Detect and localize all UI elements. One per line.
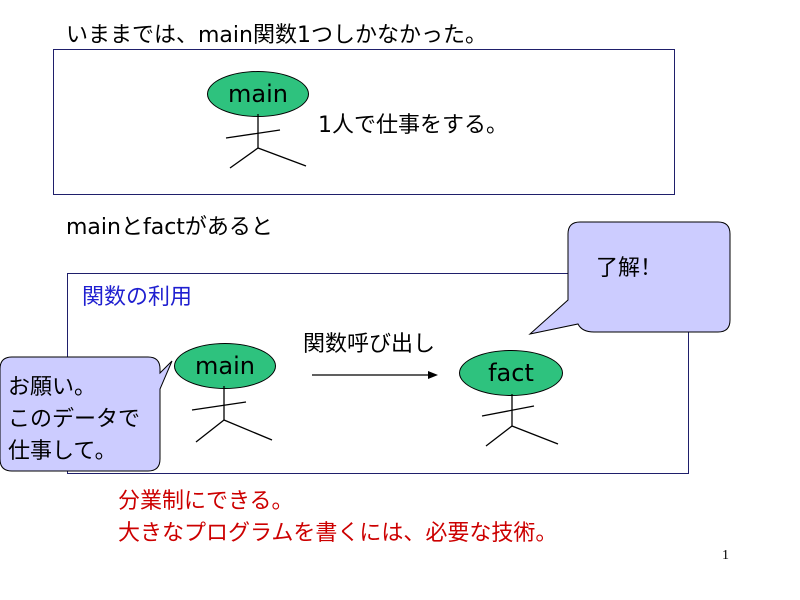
heading-only-main: いままでは、main関数1つしかなかった。 — [66, 23, 487, 48]
stick-figure-2 — [191, 386, 273, 443]
right-speech-bubble — [528, 221, 731, 335]
conclusion-line-2: 大きなプログラムを書くには、必要な技術。 — [118, 521, 558, 546]
single-work-caption: 1人で仕事をする。 — [318, 113, 508, 138]
page-number: 1 — [722, 548, 729, 563]
left-bubble-line-3: 仕事して。 — [8, 439, 117, 464]
conclusion-line-1: 分業制にできる。 — [118, 489, 294, 514]
stick-figure-3 — [481, 394, 559, 447]
function-call-label: 関数呼び出し — [303, 332, 436, 357]
main-ellipse-1: main — [207, 71, 309, 117]
right-bubble-text: 了解！ — [596, 256, 663, 281]
function-usage-title: 関数の利用 — [82, 285, 193, 310]
left-speech-bubble — [0, 356, 173, 472]
heading-main-and-fact: mainとfactがあると — [66, 215, 273, 240]
stick-figure-1 — [225, 114, 307, 169]
single-main-box — [53, 49, 675, 195]
fact-ellipse: fact — [459, 350, 563, 396]
main-ellipse-2: main — [174, 343, 276, 389]
call-arrow-icon — [312, 371, 438, 379]
left-bubble-line-1: お願い。 — [8, 375, 97, 400]
left-bubble-line-2: このデータで — [8, 407, 141, 432]
